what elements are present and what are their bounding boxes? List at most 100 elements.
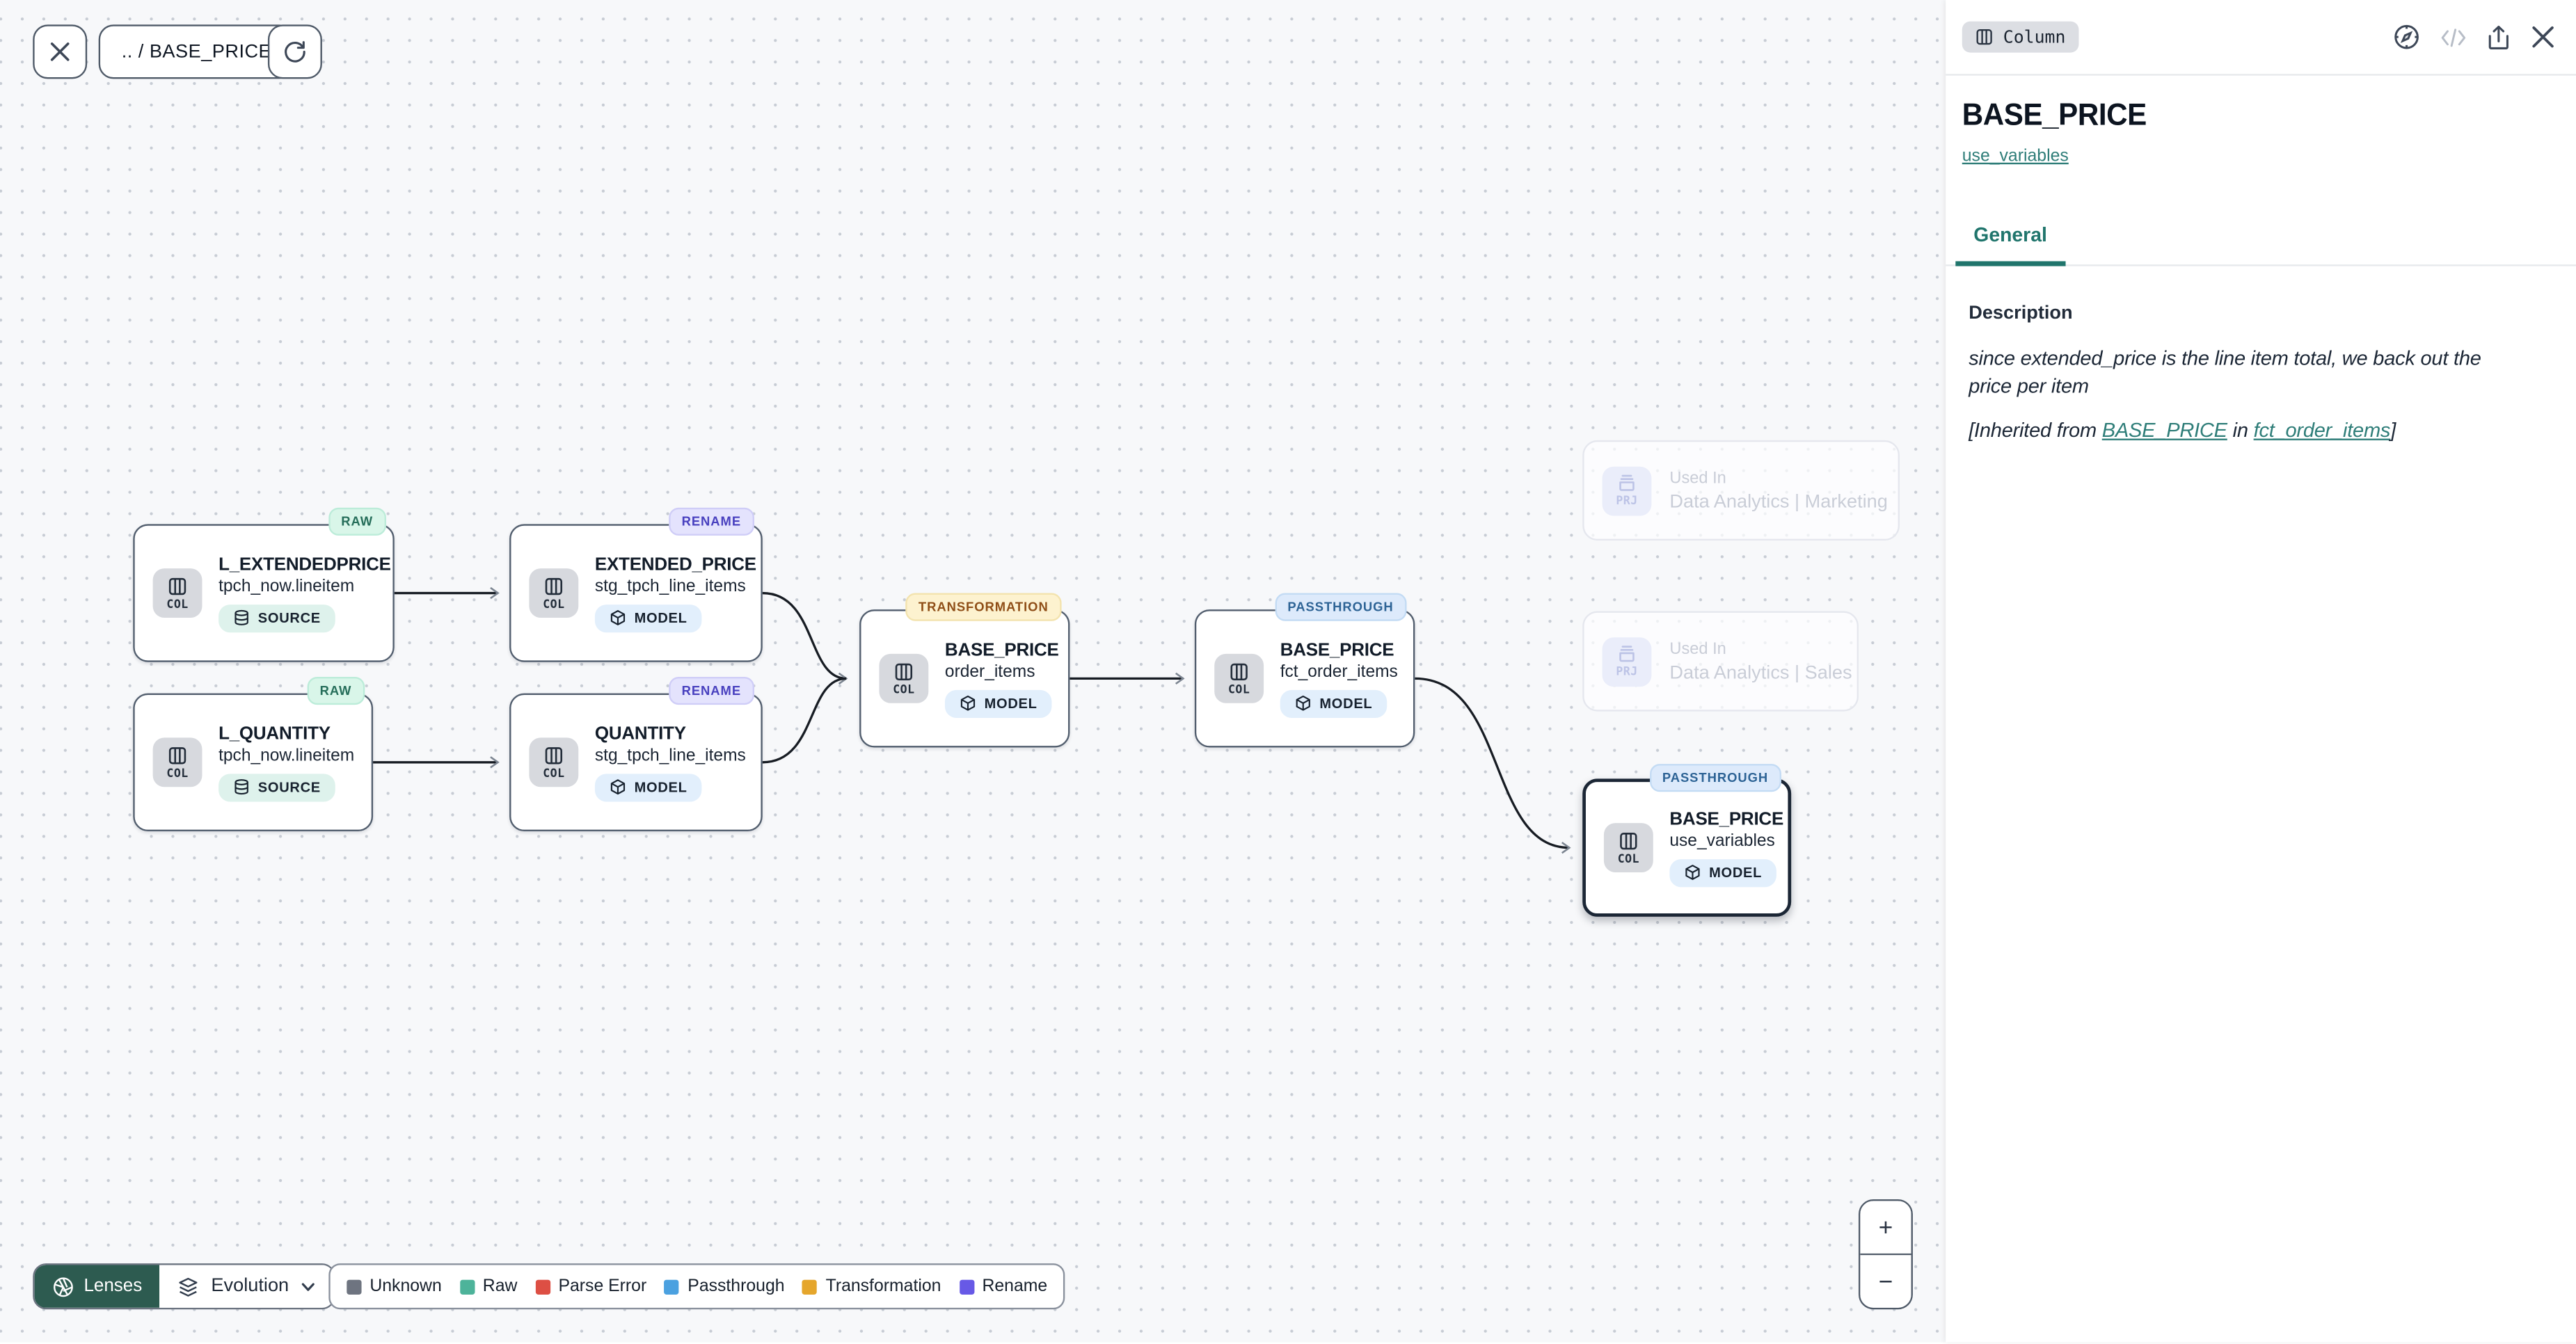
lineage-canvas[interactable]: .. / BASE_PRICE RAW COL L_EXTENDEDPRICE … bbox=[0, 0, 1946, 1343]
legend-item: Unknown bbox=[347, 1277, 442, 1296]
refresh-button[interactable] bbox=[267, 24, 322, 79]
node-title: BASE_PRICE bbox=[1669, 809, 1784, 829]
close-lineage-button[interactable] bbox=[33, 24, 88, 79]
evolution-badge: RAW bbox=[328, 507, 386, 536]
kind-badge: MODEL bbox=[1280, 689, 1388, 717]
inherited-model-link[interactable]: fct_order_items bbox=[2253, 419, 2391, 442]
column-node-l-quantity[interactable]: RAW COL L_QUANTITY tpch_now.lineitem SOU… bbox=[133, 676, 374, 831]
legend-item: Passthrough bbox=[665, 1277, 785, 1296]
evolution-legend: Unknown Raw Parse Error Passthrough Tran… bbox=[328, 1263, 1066, 1310]
columns-icon bbox=[1620, 831, 1637, 849]
columns-icon bbox=[1230, 662, 1248, 680]
compass-icon[interactable] bbox=[2393, 23, 2421, 51]
close-icon[interactable] bbox=[2531, 24, 2555, 49]
project-node-sales[interactable]: PRJ Used In Data Analytics | Sales bbox=[1582, 611, 1859, 712]
refresh-icon bbox=[283, 40, 307, 64]
cube-icon bbox=[610, 610, 626, 625]
node-subtitle: tpch_now.lineitem bbox=[218, 746, 355, 765]
evolution-badge: RENAME bbox=[668, 676, 754, 705]
evolution-badge: RENAME bbox=[668, 507, 754, 536]
column-node-quantity[interactable]: RENAME COL QUANTITY stg_tpch_line_items … bbox=[509, 676, 763, 831]
project-chip: PRJ bbox=[1602, 465, 1652, 515]
project-node-marketing[interactable]: PRJ Used In Data Analytics | Marketing bbox=[1582, 440, 1900, 541]
tab-general[interactable]: General bbox=[1955, 223, 2065, 266]
column-chip: COL bbox=[1603, 823, 1653, 873]
columns-icon bbox=[545, 577, 563, 595]
column-chip: COL bbox=[529, 568, 579, 618]
lenses-button[interactable]: Lenses bbox=[34, 1265, 161, 1308]
node-title: L_EXTENDEDPRICE bbox=[218, 554, 391, 575]
evolution-badge: TRANSFORMATION bbox=[905, 593, 1062, 621]
column-node-l-extendedprice[interactable]: RAW COL L_EXTENDEDPRICE tpch_now.lineite… bbox=[133, 507, 395, 662]
cube-icon bbox=[1685, 865, 1700, 880]
description-section: Description since extended_price is the … bbox=[1946, 304, 2576, 442]
column-node-extended-price[interactable]: RENAME COL EXTENDED_PRICE stg_tpch_line_… bbox=[509, 507, 763, 662]
lens-mode-dropdown[interactable]: Evolution bbox=[160, 1265, 333, 1308]
database-icon bbox=[234, 779, 248, 795]
node-title: BASE_PRICE bbox=[1280, 639, 1394, 660]
node-subtitle: tpch_now.lineitem bbox=[218, 577, 355, 596]
kind-badge: SOURCE bbox=[218, 773, 336, 801]
legend-item: Transformation bbox=[802, 1277, 941, 1296]
column-node-base-price-use-variables[interactable]: PASSTHROUGH COL BASE_PRICE use_variables… bbox=[1582, 764, 1792, 917]
column-chip: COL bbox=[152, 568, 202, 618]
panel-header: Column bbox=[1946, 0, 2576, 76]
evolution-badge: RAW bbox=[306, 676, 365, 705]
zoom-controls: + − bbox=[1858, 1199, 1913, 1310]
column-chip: COL bbox=[152, 737, 202, 787]
model-link[interactable]: use_variables bbox=[1962, 146, 2069, 166]
cube-icon bbox=[610, 779, 626, 795]
layers-icon bbox=[178, 1276, 200, 1297]
kind-badge: MODEL bbox=[594, 773, 702, 801]
panel-tabs: General bbox=[1946, 220, 2576, 266]
legend-swatch bbox=[802, 1279, 818, 1294]
columns-icon bbox=[1976, 29, 1992, 45]
node-subtitle: stg_tpch_line_items bbox=[594, 746, 746, 765]
kind-badge: MODEL bbox=[1669, 858, 1777, 887]
column-chip: COL bbox=[879, 653, 929, 703]
project-name: Data Analytics | Sales bbox=[1669, 662, 1852, 683]
code-icon[interactable] bbox=[2440, 26, 2467, 49]
evolution-badge: PASSTHROUGH bbox=[1274, 593, 1407, 621]
node-title: L_QUANTITY bbox=[218, 723, 331, 744]
node-title: QUANTITY bbox=[594, 723, 686, 744]
zoom-out-button[interactable]: − bbox=[1860, 1255, 1911, 1308]
breadcrumb[interactable]: .. / BASE_PRICE bbox=[98, 24, 295, 79]
legend-swatch bbox=[665, 1279, 680, 1294]
project-chip: PRJ bbox=[1602, 637, 1652, 686]
node-subtitle: stg_tpch_line_items bbox=[594, 577, 746, 596]
columns-icon bbox=[545, 746, 563, 764]
column-node-base-price-order-items[interactable]: TRANSFORMATION COL BASE_PRICE order_item… bbox=[859, 593, 1070, 748]
column-chip: COL bbox=[1214, 653, 1264, 703]
column-chip: COL bbox=[529, 737, 579, 787]
database-icon bbox=[234, 609, 248, 625]
kind-badge: MODEL bbox=[594, 603, 702, 632]
share-icon[interactable] bbox=[2486, 24, 2511, 50]
description-body: since extended_price is the line item to… bbox=[1969, 346, 2481, 398]
columns-icon bbox=[168, 746, 186, 764]
node-title: EXTENDED_PRICE bbox=[594, 554, 756, 575]
column-node-base-price-fct-order-items[interactable]: PASSTHROUGH COL BASE_PRICE fct_order_ite… bbox=[1194, 593, 1415, 748]
node-subtitle: fct_order_items bbox=[1280, 662, 1398, 681]
legend-swatch bbox=[347, 1279, 362, 1294]
node-subtitle: use_variables bbox=[1669, 832, 1775, 851]
used-in-label: Used In bbox=[1669, 469, 1726, 488]
cube-icon bbox=[1296, 695, 1310, 711]
project-name: Data Analytics | Marketing bbox=[1669, 492, 1888, 512]
entity-type-badge: Column bbox=[1962, 21, 2079, 53]
lenses-bar: Lenses Evolution bbox=[33, 1263, 335, 1310]
legend-swatch bbox=[459, 1279, 475, 1294]
inherited-column-link[interactable]: BASE_PRICE bbox=[2101, 419, 2227, 442]
page-title: BASE_PRICE bbox=[1962, 98, 2147, 134]
description-inherited: [Inherited from BASE_PRICE in fct_order_… bbox=[1969, 419, 2396, 442]
zoom-in-button[interactable]: + bbox=[1860, 1201, 1911, 1256]
legend-swatch bbox=[959, 1279, 974, 1294]
panel-actions bbox=[2393, 23, 2556, 51]
stack-icon bbox=[1619, 646, 1635, 662]
columns-icon bbox=[895, 662, 913, 680]
used-in-label: Used In bbox=[1669, 639, 1726, 658]
legend-item: Parse Error bbox=[535, 1277, 646, 1296]
kind-badge: MODEL bbox=[944, 689, 1052, 717]
legend-swatch bbox=[535, 1279, 550, 1294]
